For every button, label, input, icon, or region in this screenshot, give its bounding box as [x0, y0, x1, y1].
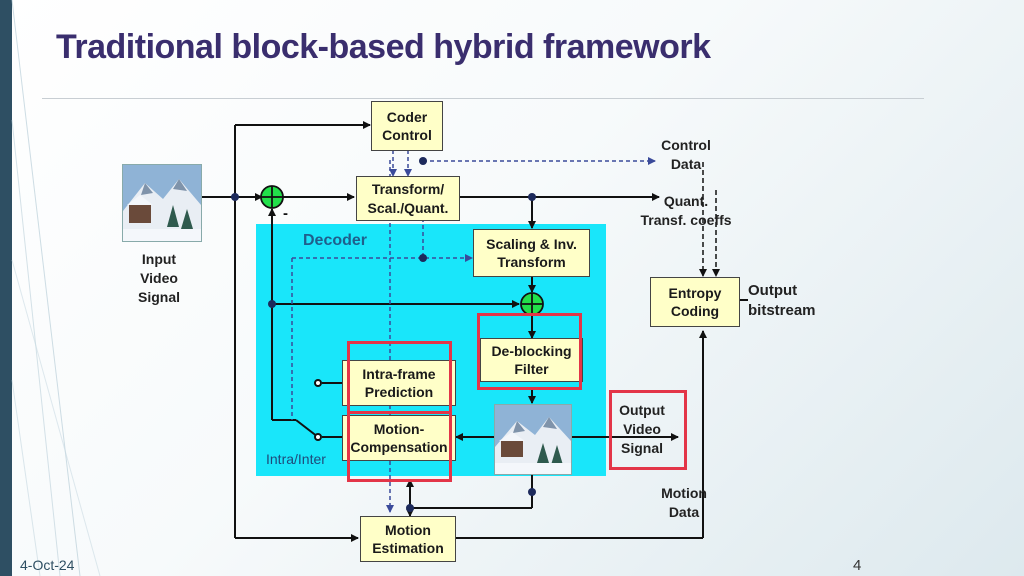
highlight-deblocking	[477, 313, 582, 390]
entropy-coding-block: Entropy Coding	[650, 277, 740, 327]
output-frame-image	[494, 404, 572, 475]
coder-control-block: Coder Control	[371, 101, 443, 151]
minus-sign: -	[283, 205, 288, 222]
motion-compensation-block: Motion- Compensation	[342, 415, 456, 461]
motion-data-label: Motion Data	[661, 485, 707, 520]
highlight-motion-compensation	[347, 411, 452, 482]
control-data-label: Control Data	[661, 137, 711, 172]
intra-prediction-block: Intra-frame Prediction	[342, 360, 456, 406]
quant-coeffs-label: Quant. Transf. coeffs	[640, 193, 732, 228]
footer-date: 4-Oct-24	[20, 557, 75, 573]
page-number: 4	[853, 557, 862, 574]
intra-inter-label: Intra/Inter	[266, 451, 326, 467]
deblocking-filter-block: De-blocking Filter	[480, 338, 583, 382]
output-bitstream-label: Output bitstream	[748, 282, 816, 320]
left-accent-bar	[0, 0, 12, 576]
motion-estimation-block: Motion Estimation	[360, 516, 456, 562]
input-frame-image	[122, 164, 202, 242]
input-video-label: Input Video Signal	[137, 251, 180, 305]
title-divider	[42, 98, 924, 99]
decoder-label: Decoder	[303, 232, 368, 249]
highlight-output-video	[609, 390, 687, 470]
scaling-inverse-transform-block: Scaling & Inv. Transform	[473, 229, 590, 277]
transform-quant-block: Transform/ Scal./Quant.	[356, 176, 460, 221]
slide-title: Traditional block-based hybrid framework	[56, 28, 711, 66]
output-video-label: Output Video Signal	[619, 402, 665, 456]
